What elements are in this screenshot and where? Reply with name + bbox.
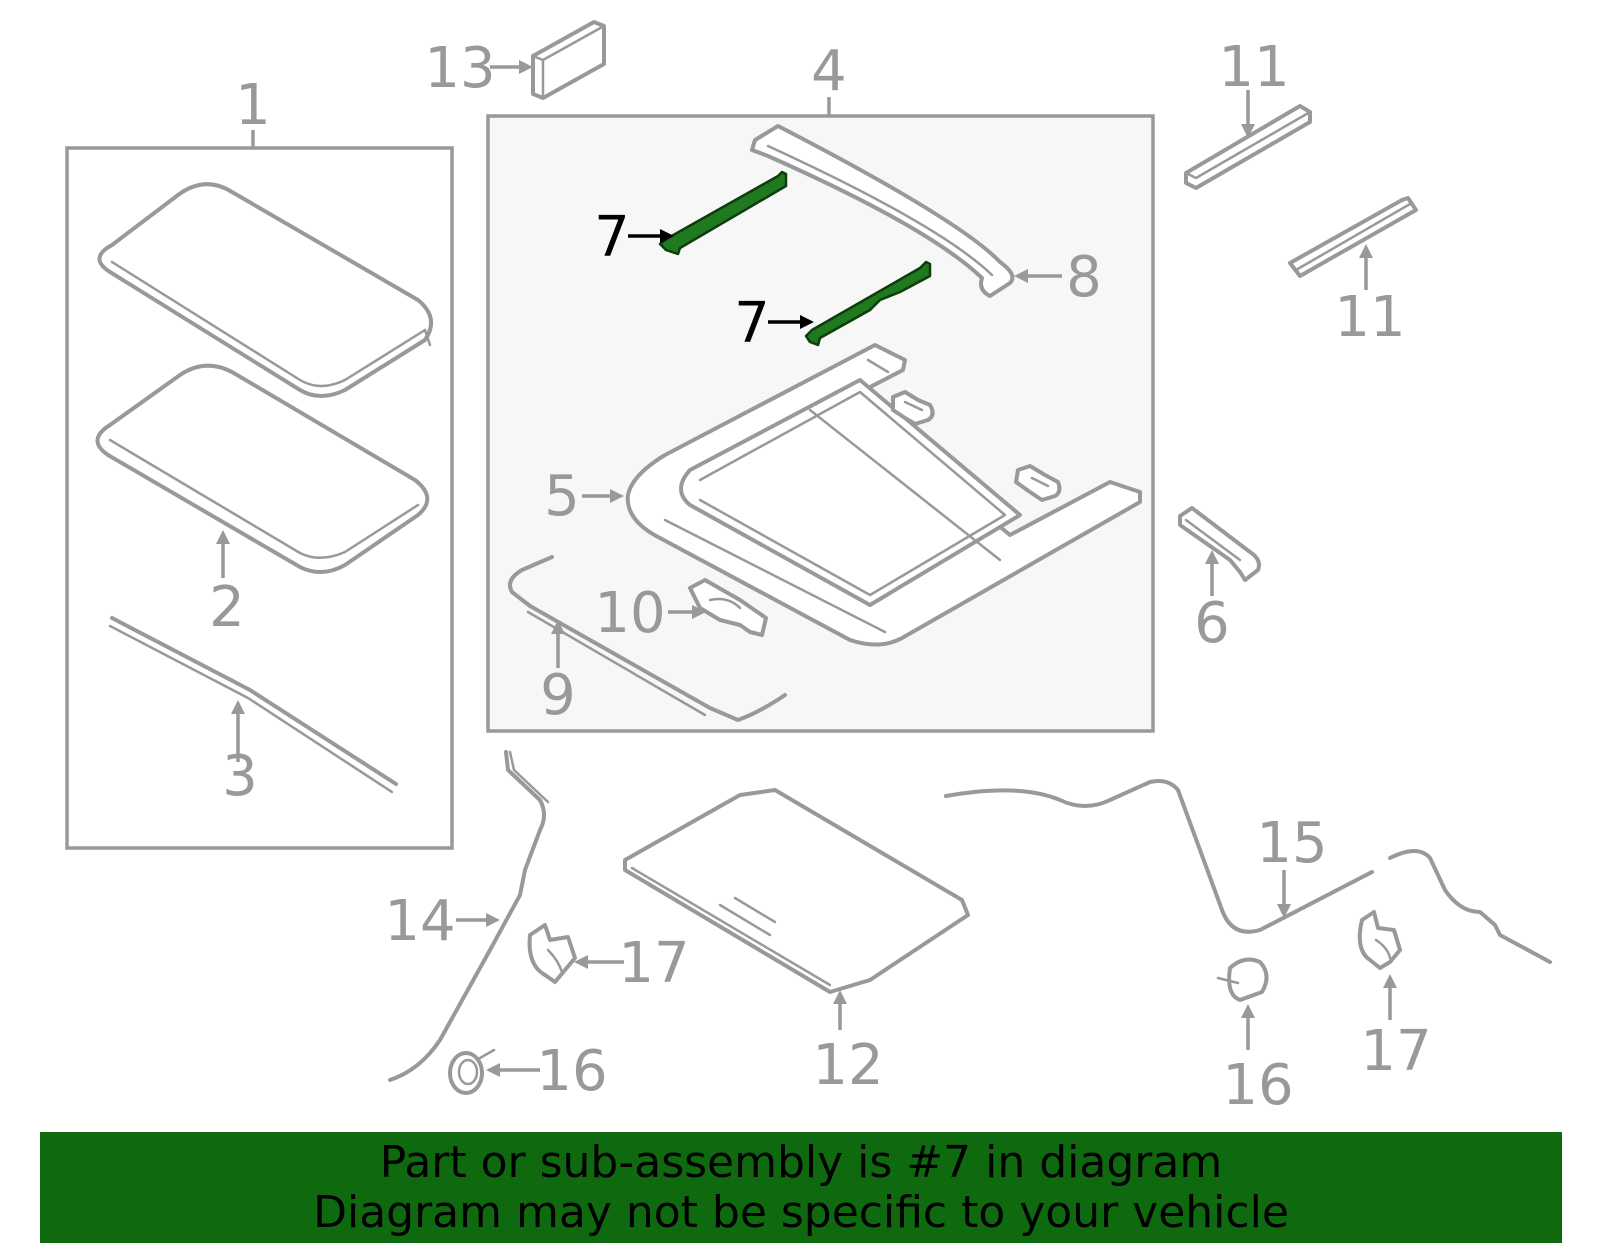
bolt-lower: [1014, 464, 1062, 502]
guide-rail-7b: [804, 260, 932, 347]
callout-1: 1: [235, 73, 271, 138]
clip-17-left: [527, 923, 577, 984]
clip-16-left: [448, 1048, 496, 1095]
info-banner: Part or sub-assembly is #7 in diagram Di…: [40, 1132, 1562, 1243]
callout-4: 4: [811, 39, 847, 104]
bolt-upper: [891, 390, 935, 426]
side-trim-6: [1178, 506, 1261, 582]
banner-line-2: Diagram may not be specific to your vehi…: [313, 1187, 1289, 1238]
clip-17-right: [1357, 910, 1402, 970]
callout-10: 10: [594, 581, 665, 646]
callout-11-lower: 11: [1334, 285, 1405, 350]
glass-panel: [97, 182, 434, 398]
callout-13: 13: [424, 36, 495, 101]
callout-labels: 1 2 3 4 5 6 7 7 8 9 10 11 11 12 13 14 15…: [209, 35, 1431, 1118]
callout-17-right: 17: [1360, 1019, 1431, 1084]
callout-5: 5: [544, 464, 580, 529]
leaders: [216, 60, 1397, 1077]
clip-16-right: [1216, 957, 1269, 1002]
bracket-10: [688, 578, 768, 637]
group-box-1: [65, 130, 454, 850]
callout-11-upper: 11: [1218, 35, 1289, 100]
banner-line-1: Part or sub-assembly is #7 in diagram: [379, 1137, 1223, 1188]
trim-11-lower: [1288, 196, 1418, 278]
sunshade-12: [623, 788, 970, 994]
glass-seal: [95, 363, 430, 574]
trim-11-upper: [1184, 104, 1312, 190]
callout-6: 6: [1194, 591, 1230, 656]
callout-15: 15: [1256, 811, 1327, 876]
sunroof-frame: [625, 343, 1142, 647]
callout-16-right: 16: [1222, 1053, 1293, 1118]
block-13: [531, 20, 606, 100]
callout-16-left: 16: [536, 1039, 607, 1104]
callout-8: 8: [1066, 245, 1102, 310]
callout-7a: 7: [594, 205, 630, 270]
drain-hose-15: [944, 779, 1552, 964]
callout-9: 9: [540, 663, 576, 728]
weatherstrip: [108, 616, 398, 794]
leaders-highlighted: [628, 229, 814, 329]
guide-rail-7a: [658, 170, 788, 256]
callout-2: 2: [209, 575, 245, 640]
callout-7b: 7: [734, 291, 770, 356]
callout-12: 12: [812, 1033, 883, 1098]
drain-hose-14: [388, 750, 550, 1082]
callout-14: 14: [384, 889, 455, 954]
callout-3: 3: [222, 744, 258, 809]
callout-17-left: 17: [618, 931, 689, 996]
front-rail: [750, 124, 1015, 298]
